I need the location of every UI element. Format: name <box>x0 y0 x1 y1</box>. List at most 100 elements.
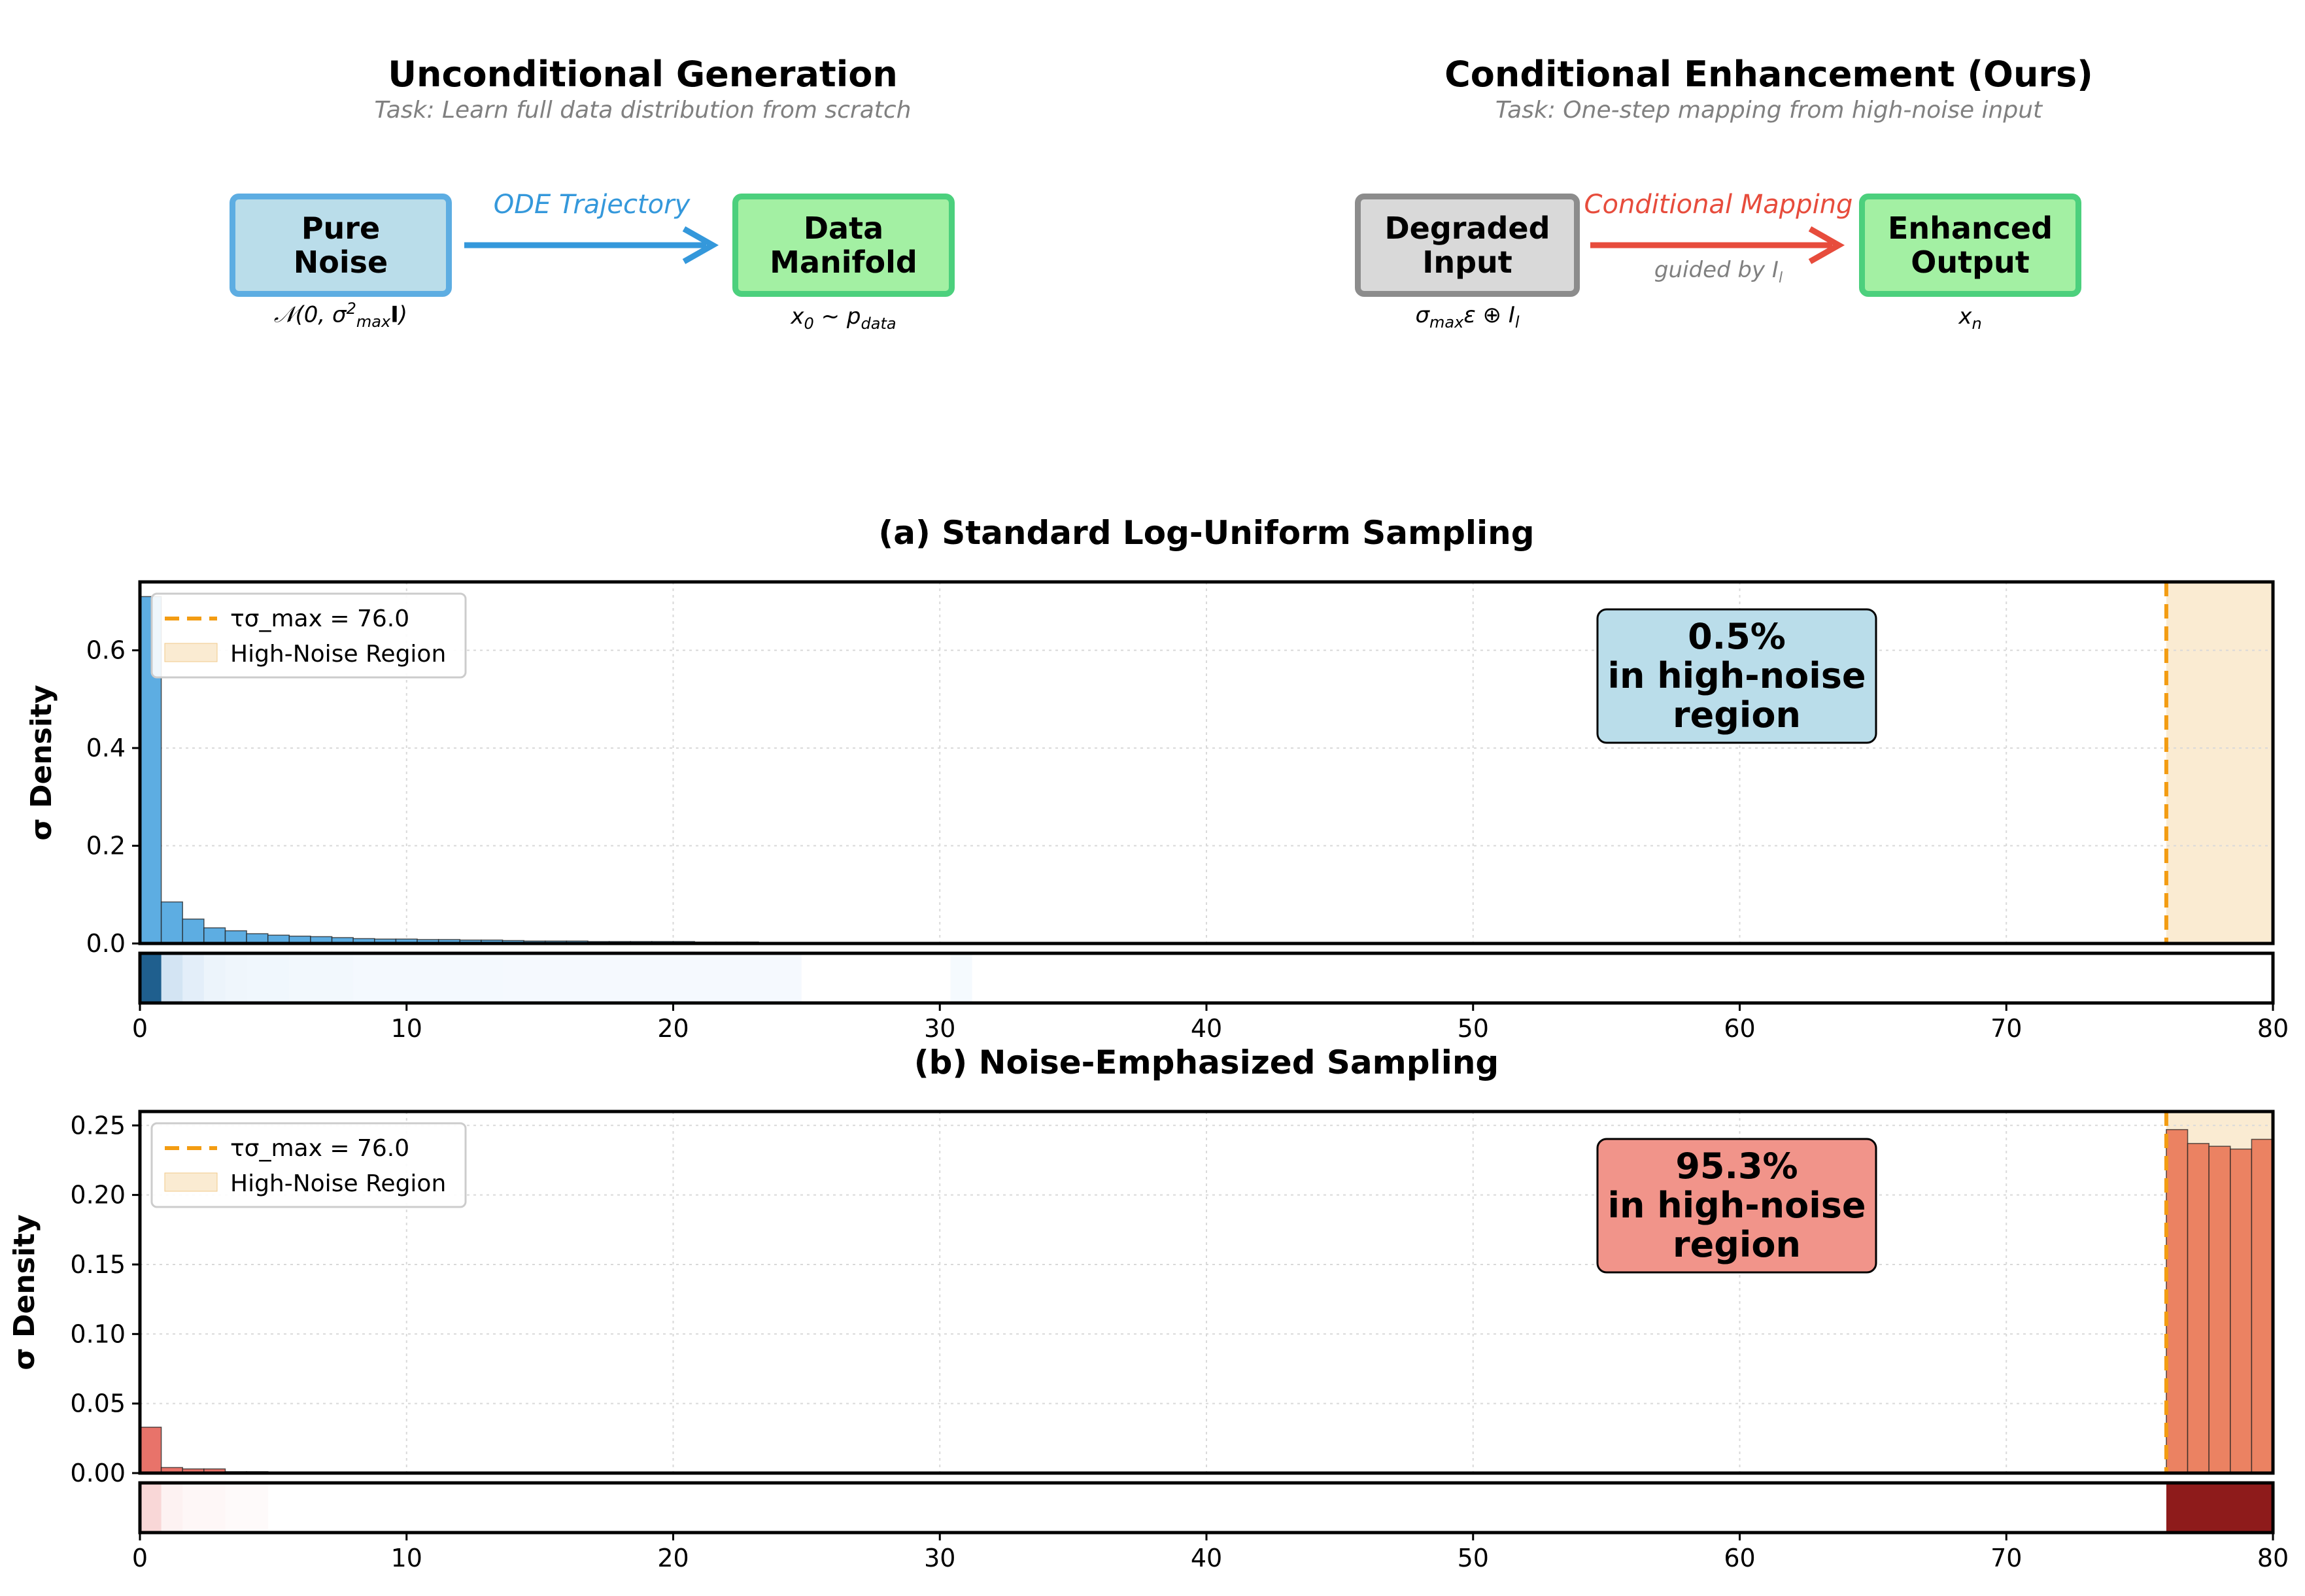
legend-box <box>150 1122 467 1208</box>
left-diagram-title: Unconditional Generation <box>388 54 898 95</box>
x-tick-label: 40 <box>1191 1014 1222 1043</box>
strip-cell <box>715 953 738 1003</box>
legend-region-swatch <box>164 1172 218 1192</box>
data-manifold-label: Data Manifold <box>770 211 917 280</box>
strip-cell <box>161 953 183 1003</box>
strip-cell <box>758 953 781 1003</box>
histogram-bar <box>2166 1129 2189 1474</box>
chart-b-noise-emphasized: (b) Noise-Emphasized Sampling 0.00 0.05 0.1… <box>8 1044 2289 1572</box>
chart-title: (a) Standard Log-Uniform Sampling <box>878 514 1534 552</box>
y-tick-label: 0.4 <box>86 734 126 762</box>
left-diagram-subtitle: Task: Learn full data distribution from … <box>374 97 912 124</box>
strip-cell <box>247 953 269 1003</box>
strip-cell <box>950 953 972 1003</box>
y-tick-label: 0.05 <box>70 1389 126 1418</box>
strip-cell <box>481 953 504 1003</box>
y-axis-label: σ Density <box>25 685 58 840</box>
x-tick-label: 70 <box>1990 1014 2022 1043</box>
plot-frame <box>138 1110 2275 1475</box>
annotation-text: region <box>1673 1224 1801 1265</box>
annotation-box <box>1596 608 1877 744</box>
x-tick-label: 80 <box>2257 1544 2289 1572</box>
strip-cell <box>566 953 589 1003</box>
strip-cell <box>161 1483 183 1533</box>
y-tick-label: 0.25 <box>70 1111 126 1140</box>
annotation-box <box>1596 1138 1877 1274</box>
enhanced-output-formula: xn <box>1958 303 1982 333</box>
strip-cell <box>374 953 396 1003</box>
strip-cell <box>140 1483 162 1533</box>
data-manifold-box: Data Manifold <box>732 194 955 297</box>
y-tick-label: 0.2 <box>86 832 126 860</box>
legend-box <box>150 592 467 679</box>
strip-cell <box>779 953 802 1003</box>
strip-cell <box>182 1483 205 1533</box>
guided-by-label: guided by Il <box>1654 257 1783 286</box>
degraded-input-label: Degraded Input <box>1384 211 1550 280</box>
data-manifold-formula: x0 ~ pdata <box>791 303 896 333</box>
enhanced-output-box: Enhanced Output <box>1859 194 2081 297</box>
strip-cell <box>417 953 439 1003</box>
strip-cell <box>225 1483 247 1533</box>
ode-trajectory-label: ODE Trajectory <box>493 190 691 220</box>
x-tick-label: 80 <box>2257 1014 2289 1043</box>
strip-frame <box>138 1481 2275 1535</box>
strip-cell <box>225 953 247 1003</box>
strip-cell <box>694 953 717 1003</box>
strip-cell <box>438 953 460 1003</box>
strip-cell <box>460 953 482 1003</box>
pure-noise-formula: 𝒩(0, σ2maxI) <box>273 299 408 331</box>
chart-title: (b) Noise-Emphasized Sampling <box>914 1044 1499 1081</box>
x-tick-label: 50 <box>1458 1014 1489 1043</box>
strip-cell <box>651 953 674 1003</box>
enhanced-output-label: Enhanced Output <box>1887 211 2053 280</box>
legend-region-swatch <box>164 643 218 662</box>
legend-threshold-label: τσ_max = 76.0 <box>230 1135 409 1162</box>
conditional-mapping-arrow <box>1590 226 1845 264</box>
strip-cell <box>182 953 205 1003</box>
legend-threshold-label: τσ_max = 76.0 <box>230 605 409 632</box>
strip-cell <box>310 953 333 1003</box>
histogram-bar <box>224 930 247 944</box>
x-tick-label: 70 <box>1990 1544 2022 1572</box>
histogram-bar <box>160 901 183 944</box>
x-tick-label: 20 <box>657 1544 689 1572</box>
density-strip <box>138 951 2275 1005</box>
histogram-bar <box>2230 1148 2253 1474</box>
x-tick-label: 20 <box>657 1014 689 1043</box>
strip-cell <box>289 953 311 1003</box>
strip-cell <box>353 953 375 1003</box>
y-tick-label: 0.00 <box>70 1459 126 1487</box>
y-tick-label: 0.6 <box>86 636 126 665</box>
annotation-text: region <box>1673 694 1801 736</box>
x-tick-label: 10 <box>391 1014 422 1043</box>
conditional-mapping-label: Conditional Mapping <box>1584 190 1853 220</box>
y-tick-label: 0.10 <box>70 1319 126 1348</box>
histogram-bar <box>2208 1146 2231 1474</box>
histogram-bar <box>2187 1143 2210 1474</box>
pure-noise-box: Pure Noise <box>230 194 452 297</box>
pure-noise-label: Pure Noise <box>293 211 388 280</box>
y-axis-label: σ Density <box>8 1214 41 1370</box>
right-diagram-subtitle: Task: One-step mapping from high-noise i… <box>1495 97 2043 124</box>
strip-cell <box>396 953 418 1003</box>
y-tick-label: 0.0 <box>86 929 126 958</box>
strip-cell <box>203 953 226 1003</box>
degraded-input-formula: σmaxε ⊕ Il <box>1415 302 1520 331</box>
legend-region-label: High-Noise Region <box>230 641 446 668</box>
annotation-text: 95.3% <box>1675 1146 1798 1187</box>
strip-cell <box>673 953 695 1003</box>
strip-cell <box>630 953 653 1003</box>
strip-cell <box>524 953 546 1003</box>
x-tick-label: 30 <box>924 1544 955 1572</box>
degraded-input-box: Degraded Input <box>1355 194 1580 297</box>
histogram-bar <box>182 918 205 944</box>
x-tick-label: 0 <box>132 1544 148 1572</box>
histogram-bar <box>139 1427 162 1474</box>
x-tick-label: 60 <box>1724 1014 1755 1043</box>
x-tick-label: 30 <box>924 1014 955 1043</box>
strip-cell <box>332 953 354 1003</box>
